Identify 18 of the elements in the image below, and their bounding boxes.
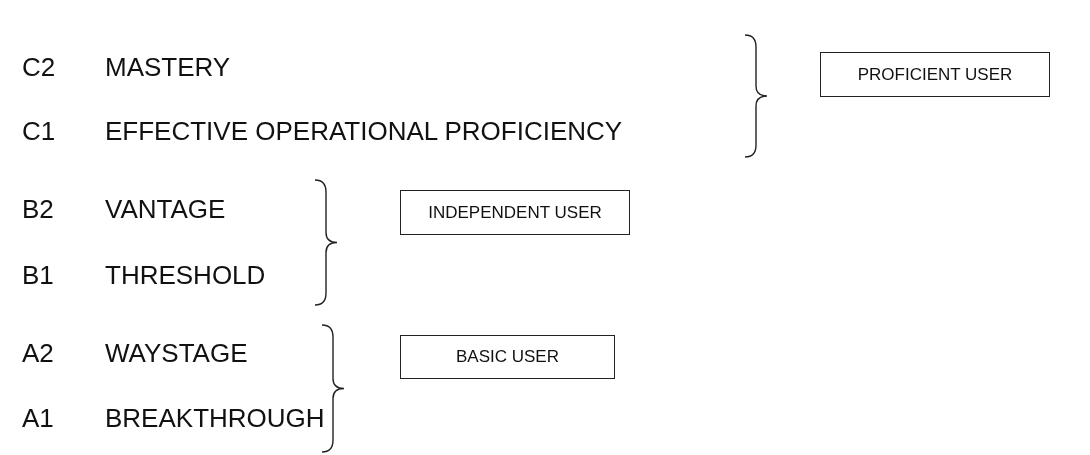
level-code: C2 bbox=[22, 52, 56, 82]
level-name: VANTAGE bbox=[105, 194, 226, 224]
level-name: MASTERY bbox=[105, 52, 231, 82]
level-code: A1 bbox=[22, 403, 54, 433]
level-name: THRESHOLD bbox=[105, 260, 266, 290]
level-code: C1 bbox=[22, 116, 56, 146]
level-name: BREAKTHROUGH bbox=[105, 403, 325, 433]
group-label: INDEPENDENT USER bbox=[428, 202, 602, 223]
level-code: A2 bbox=[22, 338, 54, 368]
group-label: PROFICIENT USER bbox=[857, 64, 1013, 85]
level-name: EFFECTIVE OPERATIONAL PROFICIENCY bbox=[105, 116, 623, 146]
level-code: B2 bbox=[22, 194, 54, 224]
group-box bbox=[400, 335, 615, 379]
group-box bbox=[400, 190, 630, 235]
level-code: B1 bbox=[22, 260, 54, 290]
level-name: WAYSTAGE bbox=[105, 338, 248, 368]
group-label: BASIC USER bbox=[456, 347, 559, 367]
group-box bbox=[820, 52, 1050, 97]
